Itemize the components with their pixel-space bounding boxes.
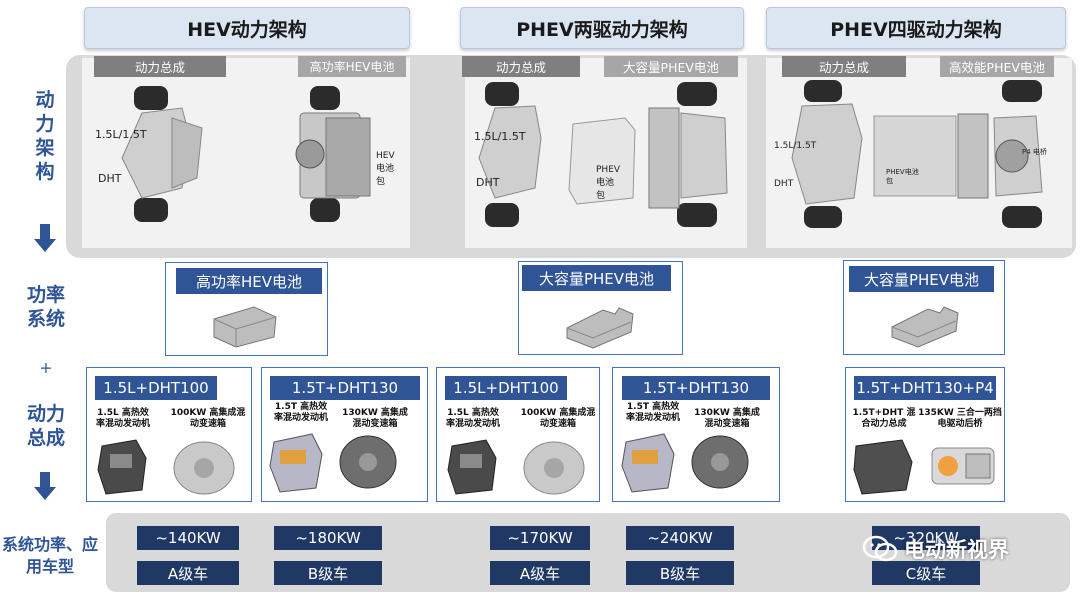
phev4-chassis-image xyxy=(791,80,1043,228)
phev4-p4-text: P4 电桥 xyxy=(1022,148,1047,156)
header-phev2-architecture: PHEV两驱动力架构 xyxy=(460,7,744,49)
phev2-engine-text: 1.5L/1.5T xyxy=(474,130,526,143)
battery-pack-icon xyxy=(213,306,277,348)
power-rating-5: ~320KW xyxy=(872,526,980,550)
power-rating-3: ~170KW xyxy=(490,526,590,550)
down-arrow-icon xyxy=(34,472,56,500)
powertrain-illustration-3 xyxy=(447,439,585,495)
phev2-chassis-panel xyxy=(465,58,747,248)
powertrain-trans-4: 130KW 高集成混动变速箱 xyxy=(694,408,760,429)
tag-phev4-battery: 高效能PHEV电池 xyxy=(940,56,1054,77)
powertrain-engine-2: 1.5T 高热效率混动发动机 xyxy=(273,402,328,423)
wechat-icon xyxy=(862,535,898,562)
powertrain-trans-2: 130KW 高集成混动变速箱 xyxy=(342,408,408,429)
hev-battery-text: HEV电池包 xyxy=(376,151,395,187)
hev-dht-text: DHT xyxy=(98,172,122,185)
powertrain-trans-1: 100KW 高集成混动变速箱 xyxy=(170,408,246,429)
phev4-dht-text: DHT xyxy=(774,179,794,189)
hev-battery-label: 高功率HEV电池 xyxy=(176,268,322,294)
watermark-text: 电动新视界 xyxy=(904,538,1009,562)
powertrain-illustration-1 xyxy=(97,439,235,495)
label-powertrain: 动力总成 xyxy=(26,403,65,449)
battery-pack-icon xyxy=(891,306,959,348)
powertrain-engine-3: 1.5L 高热效率混动发动机 xyxy=(446,408,501,429)
phev2-battery-label: 大容量PHEV电池 xyxy=(522,265,671,291)
label-plus: + xyxy=(39,358,53,377)
powertrain-trans-5: 135KW 三合一两挡电驱动后桥 xyxy=(918,408,1002,429)
phev2-chassis-image xyxy=(478,82,728,227)
powertrain-trans-3: 100KW 高集成混动变速箱 xyxy=(520,408,596,429)
powertrain-title-2: 1.5T+DHT130 xyxy=(270,376,420,400)
hev-engine-text: 1.5L/1.5T xyxy=(95,128,147,141)
tag-hev-battery: 高功率HEV电池 xyxy=(298,56,406,77)
powertrain-illustration-5 xyxy=(853,439,995,495)
powertrain-engine-5: 1.5T+DHT 混合动力总成 xyxy=(852,408,916,429)
watermark: 电动新视界 xyxy=(862,534,1009,564)
vehicle-class-1: A级车 xyxy=(137,561,239,585)
powertrain-title-4: 1.5T+DHT130 xyxy=(622,376,770,400)
powertrain-title-5: 1.5T+DHT130+P4 xyxy=(854,376,996,400)
label-power-architecture: 动力架构 xyxy=(35,89,55,183)
vehicle-class-2: B级车 xyxy=(274,561,382,585)
battery-pack-icon xyxy=(566,307,634,349)
powertrain-illustration-4 xyxy=(621,433,749,493)
label-system-power-vehicle: 系统功率、应用车型 xyxy=(1,535,98,576)
powertrain-title-3: 1.5L+DHT100 xyxy=(445,376,567,400)
tag-phev2-battery: 大容量PHEV电池 xyxy=(604,56,738,77)
phev4-engine-text: 1.5L/1.5T xyxy=(774,141,817,151)
tag-phev4-powertrain: 动力总成 xyxy=(782,56,906,77)
vehicle-class-4: B级车 xyxy=(626,561,734,585)
power-rating-2: ~180KW xyxy=(274,526,382,550)
header-phev4-architecture: PHEV四驱动力架构 xyxy=(766,7,1066,49)
vehicle-class-3: A级车 xyxy=(490,561,590,585)
phev4-battery-label: 大容量PHEV电池 xyxy=(849,266,994,292)
powertrain-engine-4: 1.5T 高热效率混动发动机 xyxy=(625,402,680,423)
down-arrow-icon xyxy=(34,224,56,252)
phev4-chassis-panel xyxy=(766,58,1072,248)
hev-chassis-panel xyxy=(82,58,410,248)
powertrain-illustration-2 xyxy=(269,433,397,493)
vehicle-class-5: C级车 xyxy=(872,561,980,585)
powertrain-title-1: 1.5L+DHT100 xyxy=(95,376,217,400)
hev-chassis-image xyxy=(121,86,371,222)
power-rating-1: ~140KW xyxy=(137,526,239,550)
phev4-battery-text: PHEV电池包 xyxy=(886,168,919,185)
tag-phev2-powertrain: 动力总成 xyxy=(462,56,580,77)
powertrain-engine-1: 1.5L 高热效率混动发动机 xyxy=(96,408,151,429)
tag-hev-powertrain: 动力总成 xyxy=(94,56,226,77)
header-hev-architecture: HEV动力架构 xyxy=(84,7,410,49)
phev2-dht-text: DHT xyxy=(476,176,500,189)
phev2-battery-text: PHEV电池包 xyxy=(596,165,621,201)
power-rating-4: ~240KW xyxy=(626,526,734,550)
label-power-system: 功率系统 xyxy=(26,284,65,330)
